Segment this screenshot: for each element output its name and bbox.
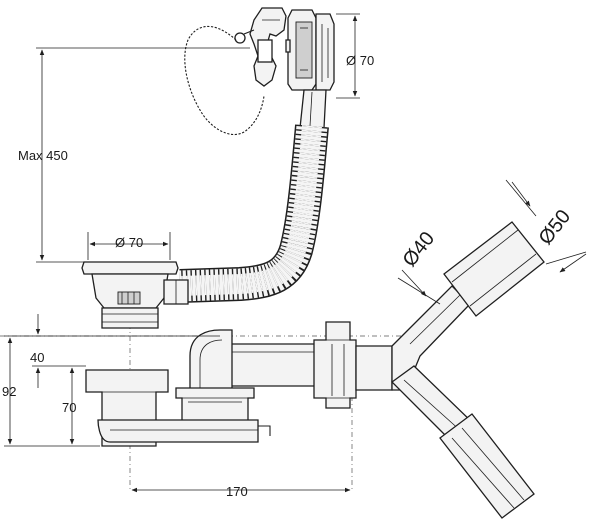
outlet-elbow xyxy=(391,221,545,519)
overflow-pipe xyxy=(299,89,327,129)
height-70-label: 70 xyxy=(62,400,76,415)
max-height-label: Max 450 xyxy=(18,148,68,163)
outlet-d40-dimension xyxy=(397,269,441,305)
width-170-label: 170 xyxy=(226,484,248,499)
max-height-dimension xyxy=(36,47,250,263)
overflow-head xyxy=(234,7,335,91)
overflow-diameter-label: Ø 70 xyxy=(346,53,374,68)
trap-assembly xyxy=(85,321,393,447)
height-dimensions xyxy=(4,314,220,447)
drain-diameter-label: Ø 70 xyxy=(115,235,143,250)
outlet-d50-label: Ø50 xyxy=(535,206,576,249)
height-92-label: 92 xyxy=(2,384,16,399)
overflow-diameter-dimension xyxy=(336,13,360,99)
corrugated-hose xyxy=(179,124,329,303)
drain-body xyxy=(81,261,189,329)
height-40-label: 40 xyxy=(30,350,44,365)
drain-diameter-dimension xyxy=(87,232,171,260)
outlet-d50-dimension xyxy=(505,179,587,273)
outlet-d40-label: Ø40 xyxy=(399,228,440,271)
plug-chain xyxy=(184,25,265,136)
